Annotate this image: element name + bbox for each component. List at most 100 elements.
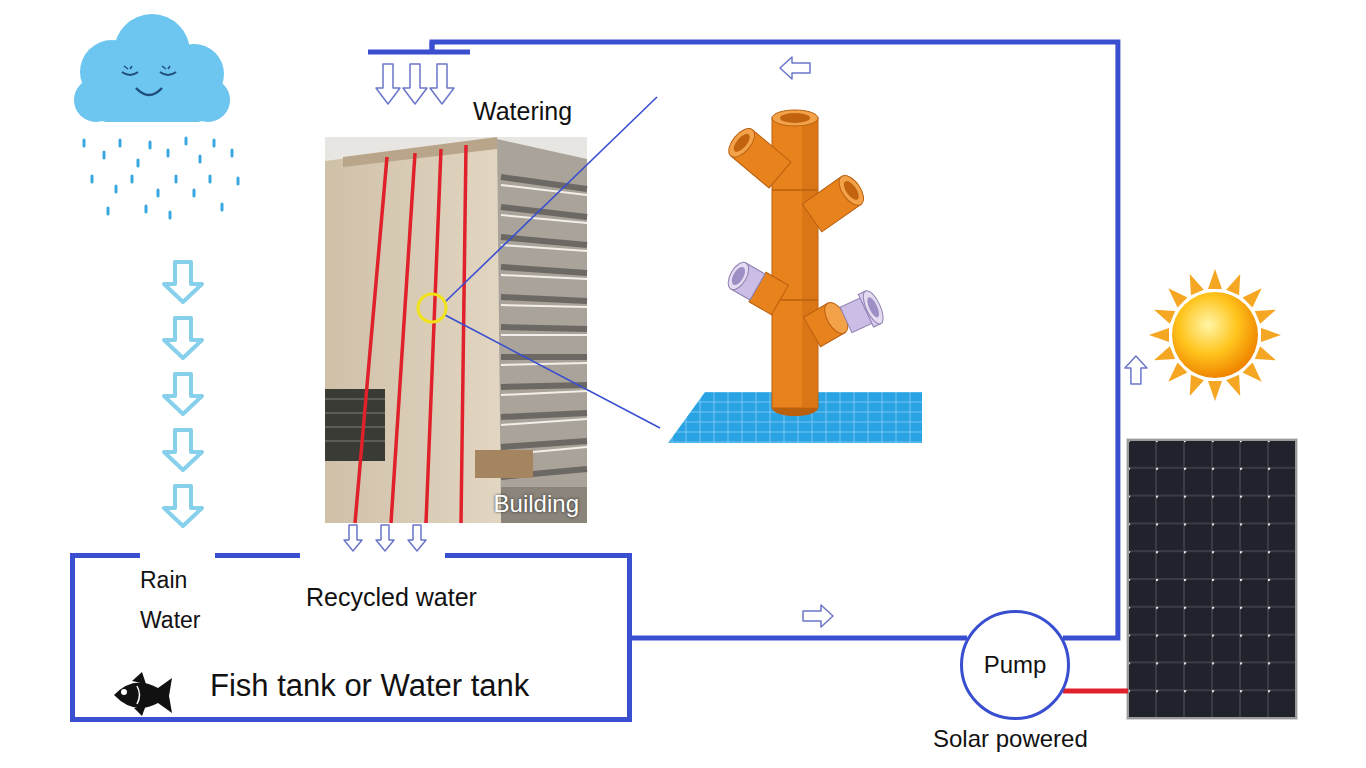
sun-icon (1226, 271, 1247, 295)
pipe-zoom-figure (731, 131, 753, 154)
pipe-zoom-figure (841, 179, 862, 203)
rain-drops (84, 138, 238, 218)
building-photo (325, 137, 587, 523)
building-photo (501, 185, 587, 455)
building-photo (325, 97, 660, 523)
sun-icon (1149, 328, 1169, 342)
building-photo (501, 305, 587, 307)
sun-icon (1151, 346, 1175, 367)
building-photo (343, 137, 497, 167)
building-photo (325, 398, 385, 400)
pipe-zoom-figure (665, 95, 922, 443)
tank-label: Fish tank or Water tank (210, 667, 529, 704)
pipe-zoom-figure (772, 110, 818, 126)
pipe-zoom-figure (665, 95, 922, 443)
building-photo (501, 267, 587, 273)
rain-drops (221, 204, 224, 210)
direction-arrow (408, 525, 426, 551)
rain-drops (167, 150, 170, 156)
pipe-zoom-figure (838, 288, 887, 336)
pump-circle: PumpSolar powered (960, 610, 1070, 720)
rain-drops (83, 140, 86, 146)
building-photo (501, 413, 587, 417)
rain-cloud (136, 88, 162, 95)
watering-arrows (376, 64, 454, 104)
building-photo (501, 275, 587, 279)
rain-arrows (164, 430, 202, 470)
rain-drops (237, 178, 240, 184)
watering-arrows (430, 64, 454, 104)
direction-arrow (1125, 356, 1147, 384)
sun-icon (1208, 269, 1222, 289)
building-photo (501, 237, 587, 245)
rain-drops (115, 186, 118, 192)
rain-drops (185, 138, 188, 144)
power-wire (1063, 689, 1128, 694)
pipe-zoom-figure (834, 171, 868, 209)
rain-drops (157, 190, 160, 196)
rain-drops (209, 176, 212, 182)
sun-icon (1163, 363, 1187, 387)
building-photo (325, 426, 385, 428)
building-photo (426, 149, 441, 523)
sun-icon (1149, 269, 1281, 401)
sun-icon (1226, 375, 1247, 399)
fish-icon (121, 689, 127, 695)
recycled-label: Recycled water (306, 582, 477, 612)
direction-arrow (803, 605, 833, 627)
building-photo (461, 145, 466, 523)
building-photo (418, 294, 446, 322)
rain-drops (107, 208, 110, 214)
rain-drops (213, 140, 216, 146)
building-photo (501, 391, 587, 395)
building-photo (501, 245, 587, 251)
building-photo (501, 327, 587, 329)
pipe-line (629, 636, 967, 641)
rain-drops (169, 212, 172, 218)
pipe-zoom-figure (723, 257, 788, 314)
building-photo (325, 440, 385, 442)
watering-arrows (403, 64, 427, 104)
direction-arrow (376, 525, 394, 551)
rain-cloud (74, 14, 230, 122)
rain-drops (103, 152, 106, 158)
rain-drops (145, 206, 148, 212)
building-photo (355, 157, 387, 523)
flow-connector (629, 605, 967, 638)
flow-connector (432, 42, 1147, 638)
rain-drops (137, 160, 140, 166)
pipe-zoom-figure (724, 124, 760, 162)
watering-label: Watering (473, 96, 572, 126)
pipe-zoom-figure (731, 130, 791, 188)
tank-outline (73, 553, 630, 720)
rain-drops (131, 176, 134, 182)
building-photo (445, 97, 657, 302)
rain-drops (175, 176, 178, 182)
sun-icon (1255, 303, 1279, 324)
building-photo (501, 177, 587, 477)
pipe-zoom-figure (802, 120, 818, 408)
solar-label: Solar powered (933, 725, 1088, 754)
sun-icon (1243, 283, 1267, 307)
sun-icon (1163, 283, 1187, 307)
building-photo (501, 334, 587, 336)
building-photo (501, 215, 587, 223)
sun-icon (1208, 381, 1222, 401)
rain-arrows (164, 262, 202, 302)
rain-drops (91, 176, 94, 182)
rain-drops (193, 190, 196, 196)
building-photo (501, 297, 587, 301)
sun-icon (1151, 303, 1175, 324)
building-photo (445, 315, 660, 428)
pipe-zoom-figure (724, 259, 753, 293)
building-photo (501, 354, 587, 360)
pipe-zoom-figure (772, 189, 818, 191)
pipe-zoom-figure (729, 265, 748, 287)
fish-icon (132, 672, 146, 684)
solar-panel (1128, 440, 1296, 718)
rain-drops (231, 150, 234, 156)
building-photo (325, 389, 385, 461)
rain-drops (119, 140, 122, 146)
